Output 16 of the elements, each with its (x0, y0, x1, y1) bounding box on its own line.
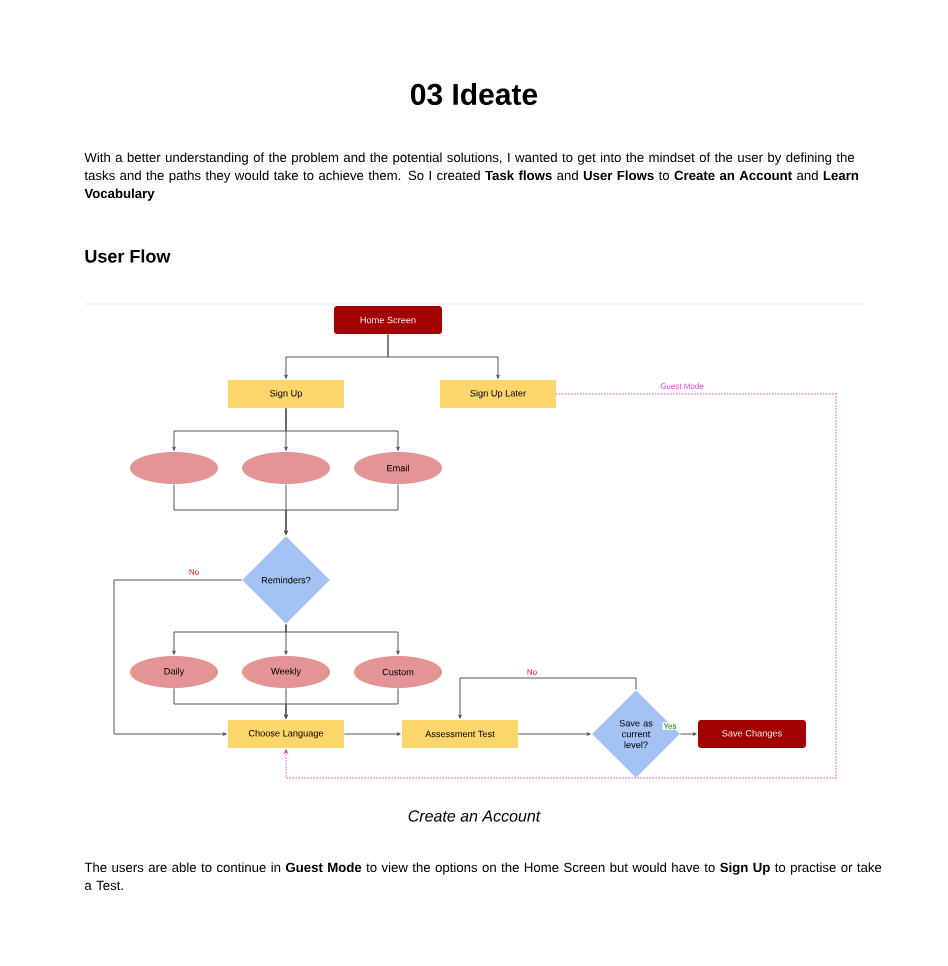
connector-arrow (387, 333, 500, 379)
option-ellipse (130, 452, 218, 484)
connector-arrow (343, 732, 401, 736)
connector-arrow (284, 687, 399, 719)
title: 03 Ideate (411, 83, 538, 106)
section-heading: User Flow (85, 249, 171, 263)
caption: Create an Account (408, 810, 541, 822)
connector-arrow (517, 732, 591, 736)
option-ellipse (242, 452, 330, 484)
connector-arrow (458, 677, 637, 719)
connector-arrow (113, 579, 243, 736)
connector-arrow (285, 407, 400, 451)
connector-arrow (679, 732, 697, 736)
connector-arrow (285, 623, 400, 655)
connector-arrow (283, 393, 837, 779)
connector-arrow (284, 483, 399, 535)
